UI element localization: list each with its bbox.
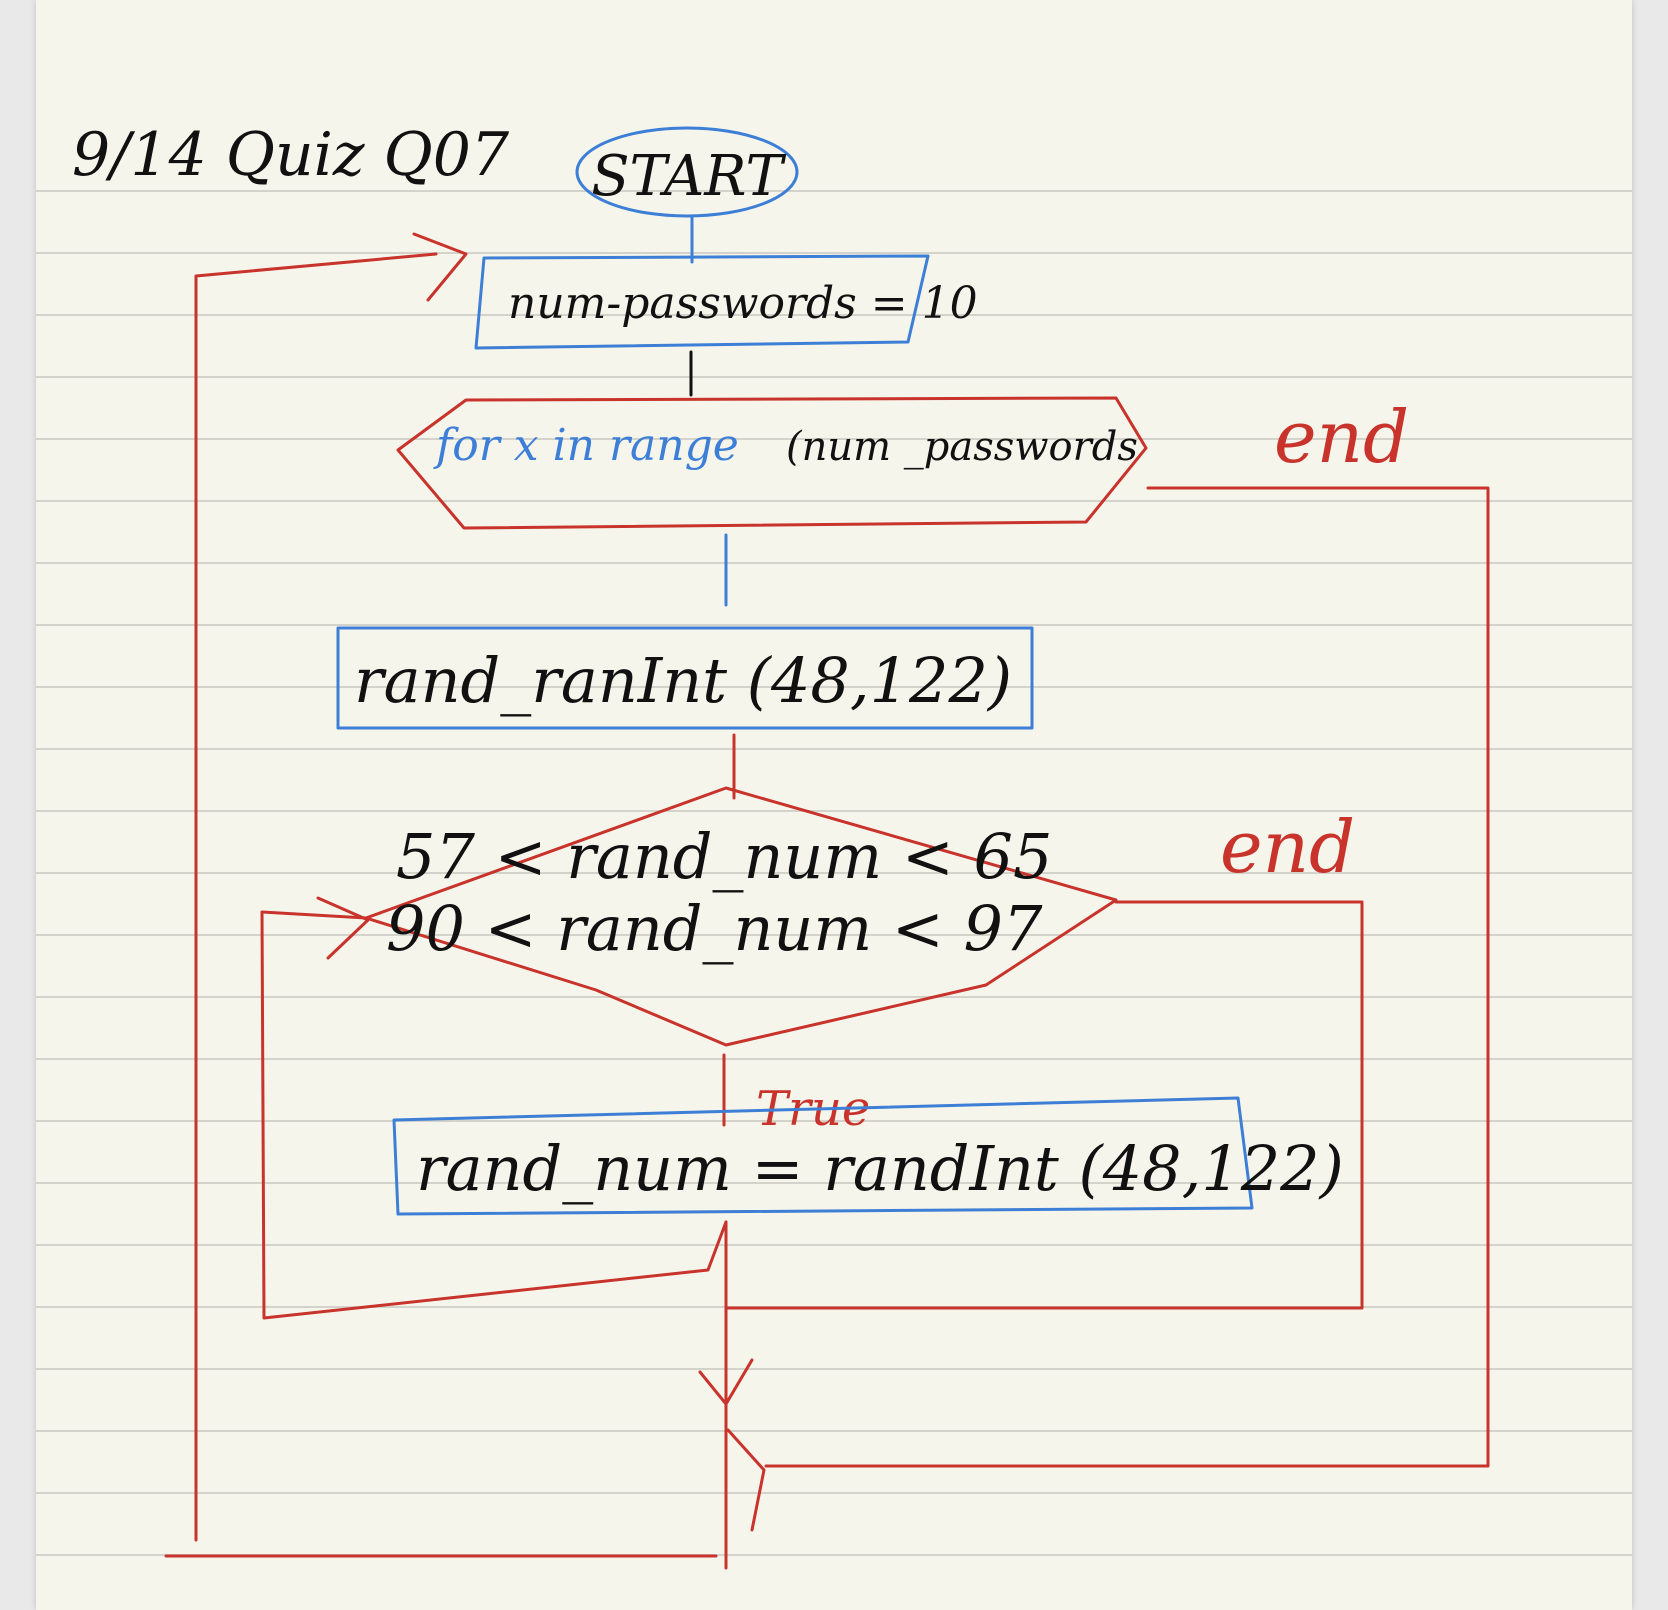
start-terminal-label: START: [591, 144, 786, 209]
loop-hexagon-shape: [396, 396, 1148, 530]
cond-end-label: end: [1220, 805, 1355, 889]
condition-label-line1: 57 < rand_num < 65: [396, 820, 1052, 893]
outer-loop-edge: [194, 252, 438, 1542]
outer-loop-arrowhead: [412, 232, 468, 302]
rand-retry-process-box: [392, 1096, 1254, 1216]
rand-retry-process-label: rand_num = randInt (48,122): [416, 1132, 1344, 1205]
loop-end-arrowhead: [726, 1428, 766, 1532]
init-process-label: num-passwords = 10: [508, 278, 978, 329]
retry-loop-edge: [260, 910, 728, 1320]
rand-first-process-label: rand_ranInt (48,122): [354, 644, 1012, 717]
loop-end-edge: [764, 486, 1490, 1468]
loop-end-label: end: [1274, 395, 1409, 479]
retry-loop-arrowhead: [316, 896, 370, 960]
flowchart: 9/14 Quiz Q07 START num-passwords = 10 f…: [72, 120, 1490, 1570]
loop-label-black: (num _passwords: [786, 424, 1138, 470]
notebook-page: 9/14 Quiz Q07 START num-passwords = 10 f…: [36, 0, 1632, 1610]
condition-diamond-shape: [364, 786, 1118, 1047]
init-process-box: [474, 254, 930, 350]
ruled-lines: [36, 190, 1632, 1610]
rand-first-process-box: [336, 626, 1034, 730]
quiz-title: 9/14 Quiz Q07: [72, 120, 510, 190]
loop-label-blue: for x in range: [433, 420, 739, 471]
condition-label-line2: 90 < rand_num < 97: [386, 892, 1043, 965]
main-flow-arrowhead: [698, 1358, 754, 1406]
start-terminal-shape: [575, 126, 799, 218]
cond-end-edge: [724, 900, 1364, 1310]
